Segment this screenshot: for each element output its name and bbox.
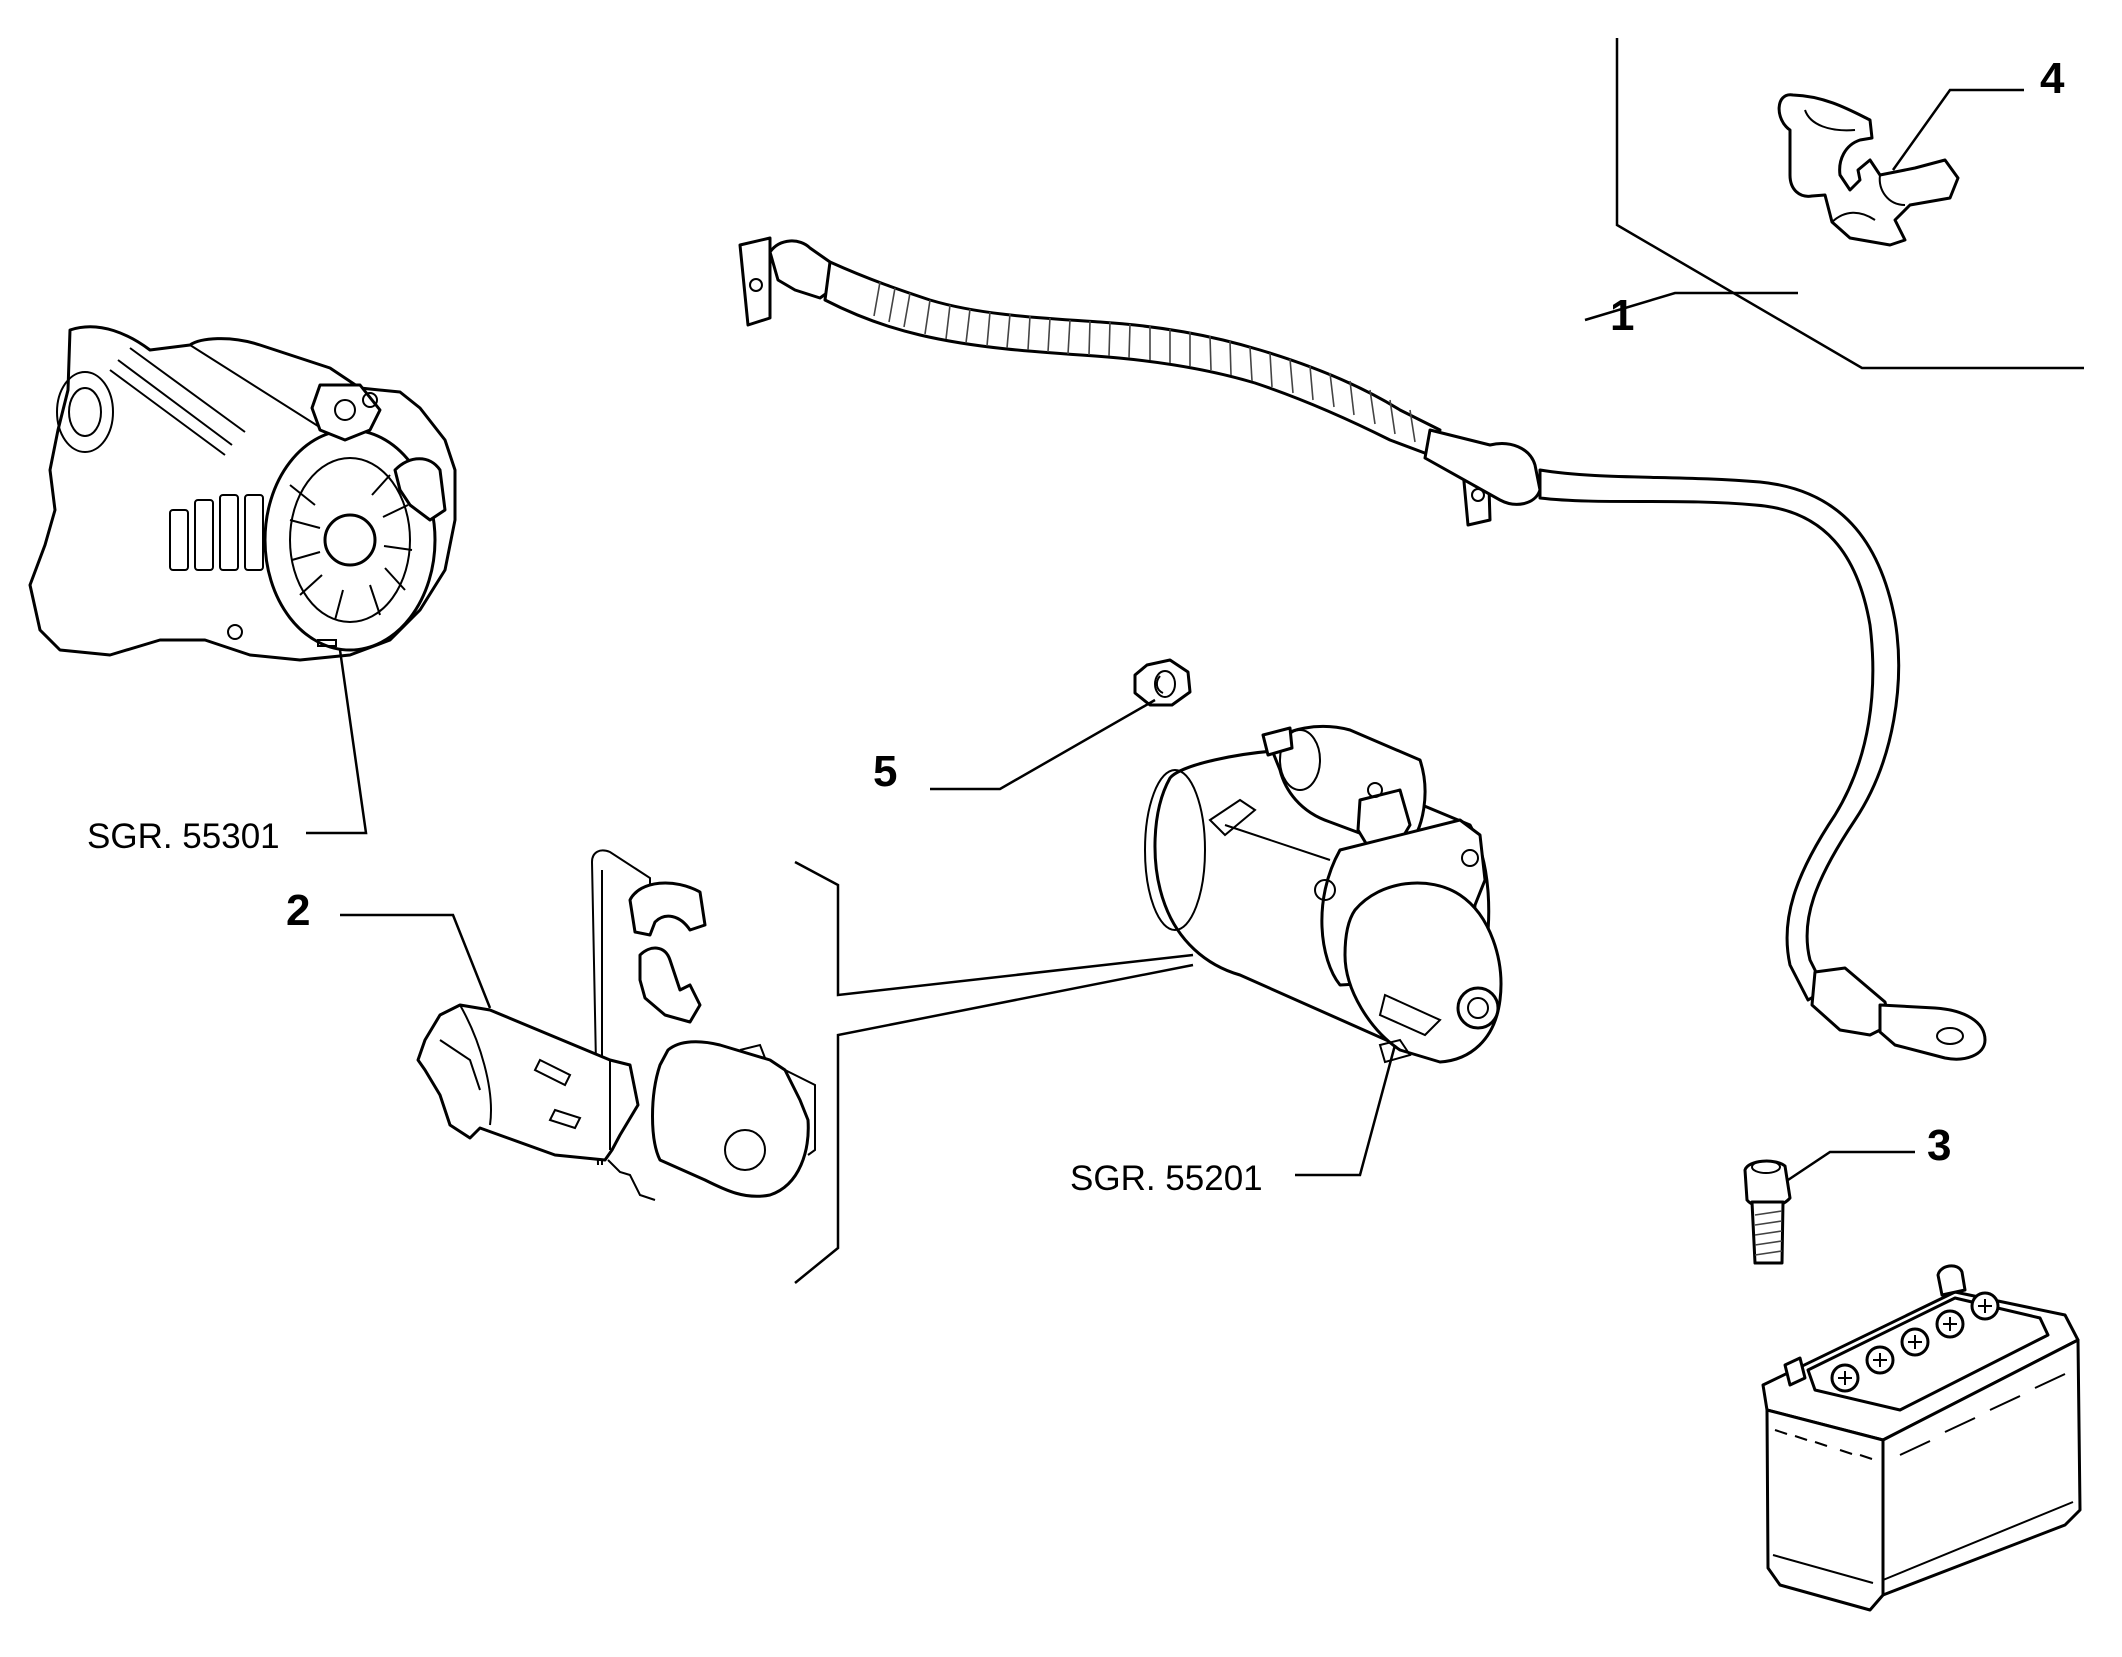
alternator-reference-label: SGR. 55301 (87, 817, 280, 856)
callout-label-5: 5 (873, 747, 897, 796)
leader-line-alternator (306, 649, 368, 835)
nut-part-5 (1133, 658, 1192, 707)
leader-line-part-3 (1787, 1150, 1915, 1182)
clip-part-4 (1777, 93, 1960, 247)
leader-line-starter (1295, 1044, 1397, 1177)
leader-line-part-2 (340, 913, 492, 1009)
starter-reference-label: SGR. 55201 (1070, 1159, 1263, 1198)
detail-bracket-starter (794, 860, 1194, 1284)
callout-label-4: 4 (2040, 54, 2065, 103)
bracket-assembly-part-2 (416, 849, 816, 1201)
bolt-part-3 (1743, 1159, 1792, 1265)
battery-illustration (1761, 1264, 2082, 1612)
leader-line-part-5 (930, 698, 1156, 791)
leader-line-part-1 (1584, 291, 1798, 322)
alternator-illustration (28, 325, 457, 662)
starter-motor-illustration (1144, 725, 1503, 1064)
leader-line-part-4 (1891, 88, 2024, 171)
callout-label-1: 1 (1610, 291, 1634, 340)
detail-box-part-4 (1615, 38, 2084, 370)
battery-cable-part-1 (738, 236, 1987, 1061)
callout-label-3: 3 (1927, 1121, 1951, 1170)
callout-label-2: 2 (286, 886, 310, 935)
